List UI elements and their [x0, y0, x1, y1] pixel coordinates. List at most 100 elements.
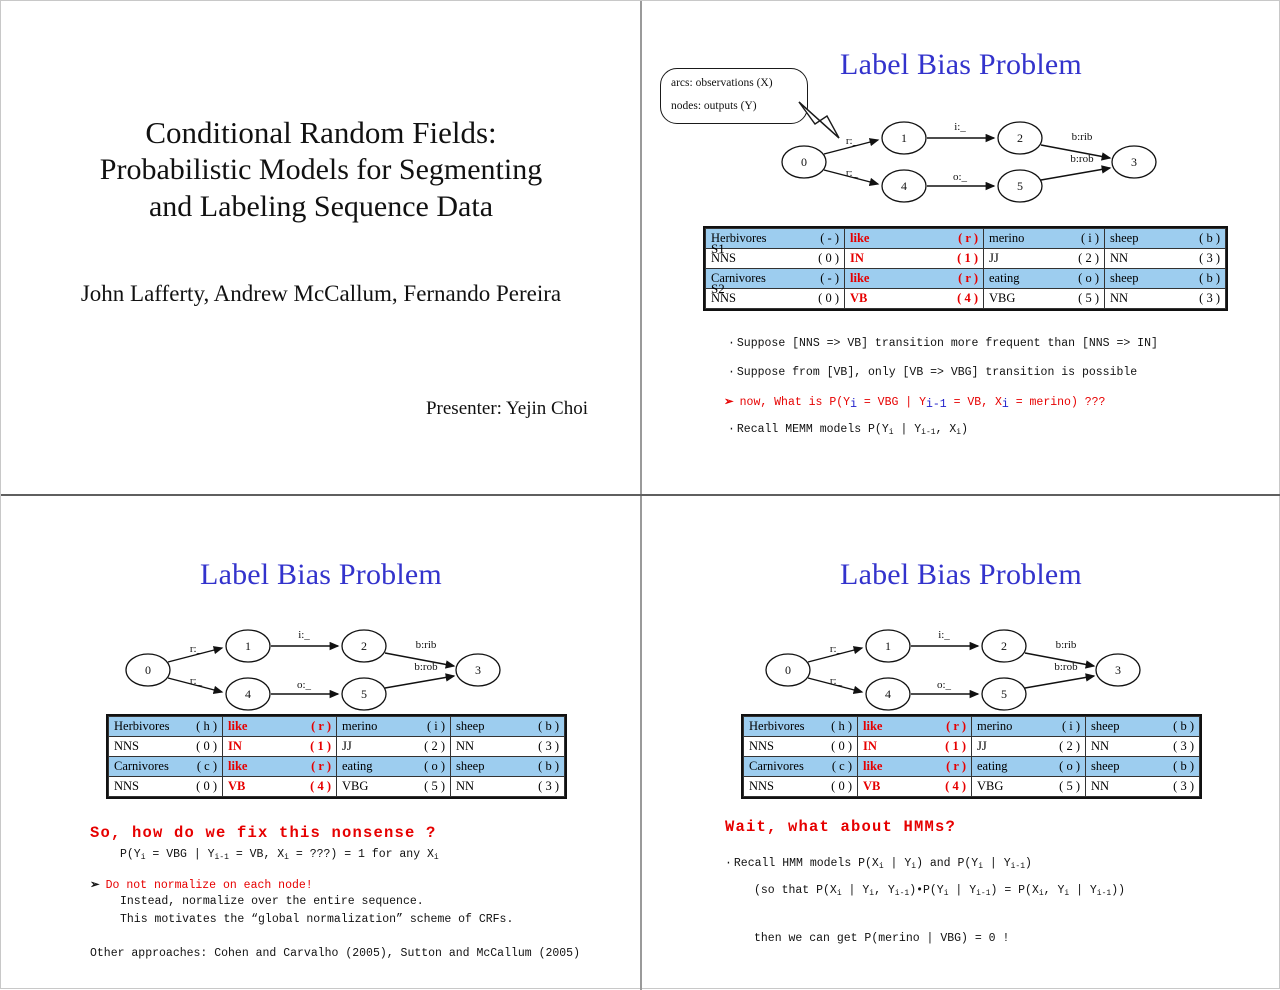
svg-text:1: 1 — [901, 131, 907, 145]
cell-tag: JJ( 2 ) — [336, 736, 451, 757]
table-row: NNS( 0 ) IN( 1 ) JJ( 2 ) NN( 3 ) — [705, 248, 1226, 269]
svg-text:r:_: r:_ — [830, 675, 843, 687]
svg-text:5: 5 — [361, 687, 367, 701]
cell-tag: NNS( 0 ) — [108, 776, 223, 797]
table-row: Herbivores( h ) like( r ) merino( i ) sh… — [108, 716, 565, 737]
svg-text:0: 0 — [785, 663, 791, 677]
cell-word: eating( o ) — [336, 756, 451, 777]
slide-heading: Label Bias Problem — [200, 558, 442, 591]
question-heading: Wait, what about HMMs? — [725, 818, 957, 836]
cell-word: Herbivores( - ) — [705, 228, 845, 249]
table-row: Carnivores( c ) like( r ) eating( o ) sh… — [108, 756, 565, 777]
cell-word: sheep( b ) — [1085, 716, 1200, 737]
bullet-suppose-1: Suppose [NNS => VB] transition more freq… — [728, 337, 1158, 350]
table-row: NNS( 0 ) VB( 4 ) VBG( 5 ) NN( 3 ) — [108, 776, 565, 797]
cell-word: Herbivores( h ) — [743, 716, 858, 737]
svg-text:2: 2 — [1001, 639, 1007, 653]
footer-references: Other approaches: Cohen and Carvalho (20… — [90, 947, 580, 960]
question-heading: So, how do we fix this nonsense ? — [90, 824, 437, 842]
presenter-line: Presenter: Yejin Choi — [425, 398, 588, 419]
svg-text:o:_: o:_ — [937, 679, 952, 691]
cell-word: merino( i ) — [983, 228, 1105, 249]
svg-text:1: 1 — [245, 639, 251, 653]
callout-line-nodes: nodes: outputs (Y) — [671, 100, 757, 112]
arrow-icon: ➢ — [90, 879, 100, 892]
cell-word: Carnivores( c ) — [743, 756, 858, 777]
cell-word: eating( o ) — [983, 268, 1105, 289]
cell-tag: NN( 3 ) — [450, 776, 565, 797]
cell-word: sheep( b ) — [1104, 268, 1226, 289]
cell-tag: NNS( 0 ) — [743, 736, 858, 757]
cell-tag: VB( 4 ) — [844, 288, 984, 309]
cell-tag: NN( 3 ) — [1085, 736, 1200, 757]
bullet-recall-memm: Recall MEMM models P(Yi | Yi-1, Xi) — [728, 423, 968, 437]
svg-text:b:rob: b:rob — [1054, 661, 1078, 673]
cell-tag: NNS( 0 ) — [705, 288, 845, 309]
cell-word: like( r ) — [222, 756, 337, 777]
svg-text:b:rob: b:rob — [1070, 153, 1094, 165]
bullet-recall-hmm: Recall HMM models P(Xi | Yi) and P(Yi | … — [725, 857, 1032, 871]
cell-tag: VB( 4 ) — [857, 776, 972, 797]
svg-text:4: 4 — [245, 687, 251, 701]
title-line-3: and Labeling Sequence Data — [148, 190, 494, 223]
formula-line: P(Yi = VBG | Yi-1 = VB, Xi = ???) = 1 fo… — [120, 848, 439, 862]
cell-word: like( r ) — [857, 756, 972, 777]
page-title: Conditional Random Fields: Probabilistic… — [2, 114, 640, 225]
cell-tag: VB( 4 ) — [222, 776, 337, 797]
cell-tag: VBG( 5 ) — [971, 776, 1086, 797]
arrow-icon: ➢ — [724, 396, 734, 409]
svg-text:r:_: r:_ — [190, 643, 203, 655]
sub-line-2: This motivates the “global normalization… — [120, 913, 514, 926]
svg-text:2: 2 — [1017, 131, 1023, 145]
svg-text:r:_: r:_ — [846, 167, 859, 179]
slide-title: Conditional Random Fields: Probabilistic… — [2, 2, 640, 494]
title-line-2: Probabilistic Models for Segmenting — [99, 153, 543, 186]
sub-line-1: Instead, normalize over the entire seque… — [120, 895, 424, 908]
svg-text:b:rib: b:rib — [1072, 131, 1093, 143]
conclusion-line: then we can get P(merino | VBG) = 0 ! — [754, 932, 1010, 945]
label-bias-table: Herbivores( h ) like( r ) merino( i ) sh… — [106, 714, 567, 799]
slide-heading: Label Bias Problem — [840, 558, 1082, 591]
svg-text:5: 5 — [1001, 687, 1007, 701]
svg-text:o:_: o:_ — [297, 679, 312, 691]
label-bias-table: S1 Herbivores( - ) like( r ) merino( i )… — [703, 226, 1228, 311]
svg-text:4: 4 — [901, 179, 907, 193]
cell-tag: NN( 3 ) — [1085, 776, 1200, 797]
cell-word: like( r ) — [844, 268, 984, 289]
svg-text:4: 4 — [885, 687, 891, 701]
callout-line-arcs: arcs: observations (X) — [671, 77, 773, 89]
svg-text:i:_: i:_ — [938, 629, 950, 641]
table-row: S2 Carnivores( - ) like( r ) eating( o )… — [705, 268, 1226, 296]
table-row: NNS( 0 ) VB( 4 ) VBG( 5 ) NN( 3 ) — [743, 776, 1200, 797]
cell-tag: JJ( 2 ) — [983, 248, 1105, 269]
cell-tag: VBG( 5 ) — [983, 288, 1105, 309]
table-row: NNS( 0 ) VB( 4 ) VBG( 5 ) NN( 3 ) — [705, 288, 1226, 309]
cell-word: like( r ) — [844, 228, 984, 249]
table-row: Carnivores( c ) like( r ) eating( o ) sh… — [743, 756, 1200, 777]
cell-tag: NNS( 0 ) — [743, 776, 858, 797]
svg-text:0: 0 — [801, 155, 807, 169]
cell-tag: IN( 1 ) — [844, 248, 984, 269]
svg-text:0: 0 — [145, 663, 151, 677]
cell-tag: NN( 3 ) — [1104, 288, 1226, 309]
cell-word: Carnivores( c ) — [108, 756, 223, 777]
svg-text:r:_: r:_ — [190, 675, 203, 687]
horizontal-divider — [1, 494, 1280, 496]
bullet-question: ➢now, What is P(Yi = VBG | Yi-1 = VB, Xi… — [724, 396, 1106, 411]
svg-text:1: 1 — [885, 639, 891, 653]
table-row: Herbivores( h ) like( r ) merino( i ) sh… — [743, 716, 1200, 737]
cell-tag: NNS( 0 ) — [705, 248, 845, 269]
svg-text:b:rob: b:rob — [414, 661, 438, 673]
arrow-line: ➢Do not normalize on each node! — [90, 879, 313, 892]
cell-word: sheep( b ) — [450, 716, 565, 737]
cell-word: sheep( b ) — [450, 756, 565, 777]
cell-word: sheep( b ) — [1104, 228, 1226, 249]
svg-text:i:_: i:_ — [298, 629, 310, 641]
cell-word: like( r ) — [857, 716, 972, 737]
table-row: S1 Herbivores( - ) like( r ) merino( i )… — [705, 228, 1226, 256]
svg-text:r:_: r:_ — [846, 135, 859, 147]
